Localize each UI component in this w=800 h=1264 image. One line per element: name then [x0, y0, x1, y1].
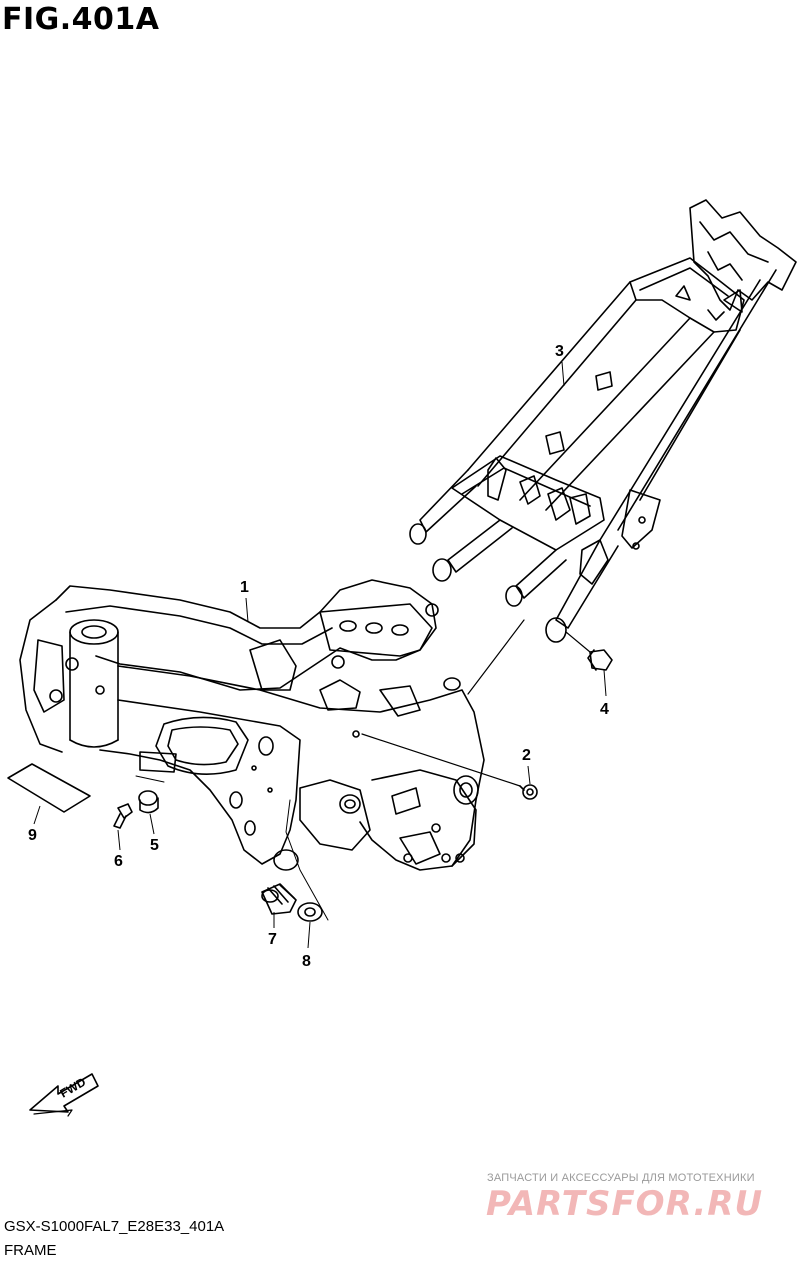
- model-code: GSX-S1000FAL7_E28E33_401A: [4, 1218, 225, 1235]
- bolt-part-4[interactable]: [565, 631, 613, 671]
- figure-title: FIG.401A: [2, 2, 160, 37]
- callout-6: 6: [114, 853, 123, 870]
- seat-rail-subframe[interactable]: [409, 199, 797, 643]
- watermark-tagline: ЗАПЧАСТИ И АКСЕССУАРЫ ДЛЯ МОТОТЕХНИКИ: [487, 1172, 755, 1184]
- callout-9: 9: [28, 827, 37, 844]
- callout-5: 5: [150, 837, 159, 854]
- main-frame[interactable]: [19, 579, 485, 921]
- callout-4: 4: [600, 701, 609, 718]
- adjuster-part-7[interactable]: [261, 883, 297, 915]
- callout-1: 1: [240, 579, 249, 596]
- callout-8: 8: [302, 953, 311, 970]
- bolt-part-2[interactable]: [361, 733, 538, 800]
- figure-caption: FRAME: [4, 1242, 57, 1259]
- watermark-logo: PARTSFOR.RU: [486, 1184, 764, 1224]
- callout-2: 2: [522, 747, 531, 764]
- callout-7: 7: [268, 931, 277, 948]
- lock-nut-part-8[interactable]: [297, 902, 323, 922]
- callout-3: 3: [555, 343, 564, 360]
- bolt-part-6[interactable]: [113, 803, 133, 829]
- label-part-9[interactable]: [7, 763, 91, 813]
- fwd-arrow-icon: FWD: [29, 1073, 99, 1117]
- collar-part-5[interactable]: [138, 790, 159, 814]
